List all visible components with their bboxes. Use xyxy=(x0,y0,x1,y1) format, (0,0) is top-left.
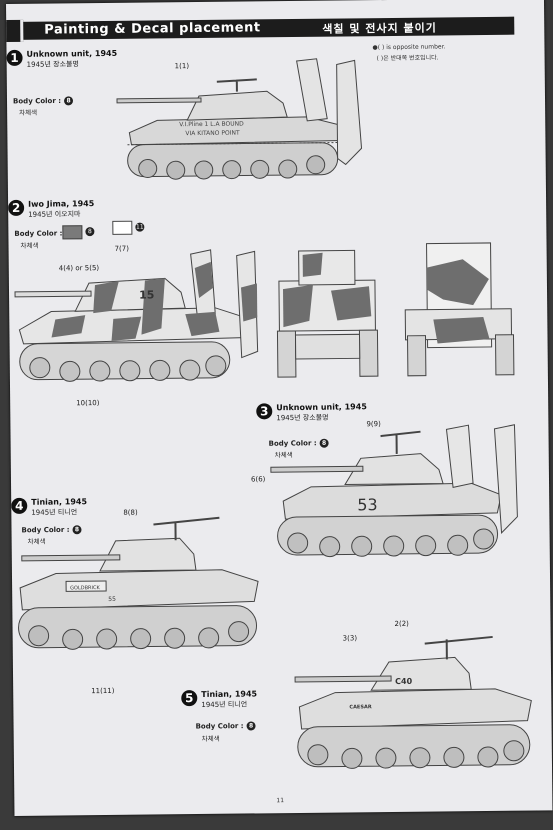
color-code-chip: 8 xyxy=(63,96,74,106)
tank-5-drawing: C40 CAESAR xyxy=(294,635,532,769)
body-color-ko: 차체색 xyxy=(19,108,38,117)
callout-11: 11(11) xyxy=(91,686,115,696)
instruction-sheet: Painting & Decal placement 색칠 및 전사지 붙이기 … xyxy=(6,0,553,816)
tank-2-rear-drawing xyxy=(404,242,515,377)
variant-name-ko: 1945년 장소불명 xyxy=(26,60,79,69)
color-swatch-dark xyxy=(62,225,83,240)
variant-name-ko: 1945년 티니언 xyxy=(201,700,248,709)
color-swatch-white xyxy=(112,220,133,235)
tank-1-drawing: V.I.Pline 1 L.A BOUND VIA KITANO POINT xyxy=(116,58,363,180)
color-code-chip: 8 xyxy=(85,227,95,237)
callout-10: 10(10) xyxy=(76,399,100,408)
legend-note: ●( ) is opposite number. xyxy=(372,43,446,52)
variant-badge: 4 xyxy=(11,497,28,514)
marking-v5-turret: C40 xyxy=(395,677,413,686)
variant-badge: 5 xyxy=(181,690,198,707)
marking-v3-hull: 53 xyxy=(357,495,378,514)
marking-v4-name: GOLDBRICK xyxy=(70,585,100,591)
legend-note-ko: ( )은 반대쪽 번호입니다. xyxy=(376,54,439,63)
body-color-label: Body Color :8 xyxy=(13,96,74,106)
callout-8: 8(8) xyxy=(123,508,138,517)
color-code-chip: 11 xyxy=(135,222,145,232)
tank-4-drawing: GOLDBRICK 55 xyxy=(18,516,259,650)
variant-name-ko: 1945년 티니언 xyxy=(31,508,78,517)
marking-v1-line2: VIA KITANO POINT xyxy=(185,130,240,138)
variant-badge: 3 xyxy=(256,403,273,420)
marking-v1-line1: V.I.Pline 1 L.A BOUND xyxy=(179,121,244,129)
variant-name: Iwo Jima, 1945 xyxy=(28,199,95,209)
variant-name-ko: 1945년 장소불명 xyxy=(276,413,329,423)
section-number-tab xyxy=(6,19,24,42)
variant-name: Unknown unit, 1945 xyxy=(276,402,367,413)
body-color-ko: 차체색 xyxy=(201,734,220,743)
body-color-label: Body Color : xyxy=(14,229,63,238)
variant-badge: 1 xyxy=(6,49,23,66)
variant-badge: 2 xyxy=(8,199,25,216)
color-code-chip: 8 xyxy=(246,721,256,731)
section-banner: Painting & Decal placement 색칠 및 전사지 붙이기 xyxy=(6,16,515,42)
callout-2: 2(2) xyxy=(394,619,409,628)
variant-name: Unknown unit, 1945 xyxy=(26,48,118,59)
body-color-label: Body Color :8 xyxy=(196,721,256,731)
tank-3-drawing: 53 xyxy=(270,424,518,558)
variant-name-ko: 1945년 이오지마 xyxy=(28,210,81,219)
body-color-ko: 차체색 xyxy=(20,241,39,250)
marking-v5-name: CAESAR xyxy=(349,704,371,710)
tank-2-front-drawing xyxy=(276,249,379,378)
section-title-ko: 색칠 및 전사지 붙이기 xyxy=(322,21,437,36)
page-number: 11 xyxy=(276,797,285,805)
variant-name: Tinian, 1945 xyxy=(201,689,258,699)
callout-6: 6(6) xyxy=(250,475,266,484)
variant-name: Tinian, 1945 xyxy=(31,497,88,507)
marking-v2-turret: 15 xyxy=(139,288,154,301)
section-title: Painting & Decal placement xyxy=(44,20,261,38)
tank-2-side-drawing: 15 xyxy=(14,249,259,382)
marking-v4-num: 55 xyxy=(108,596,116,603)
